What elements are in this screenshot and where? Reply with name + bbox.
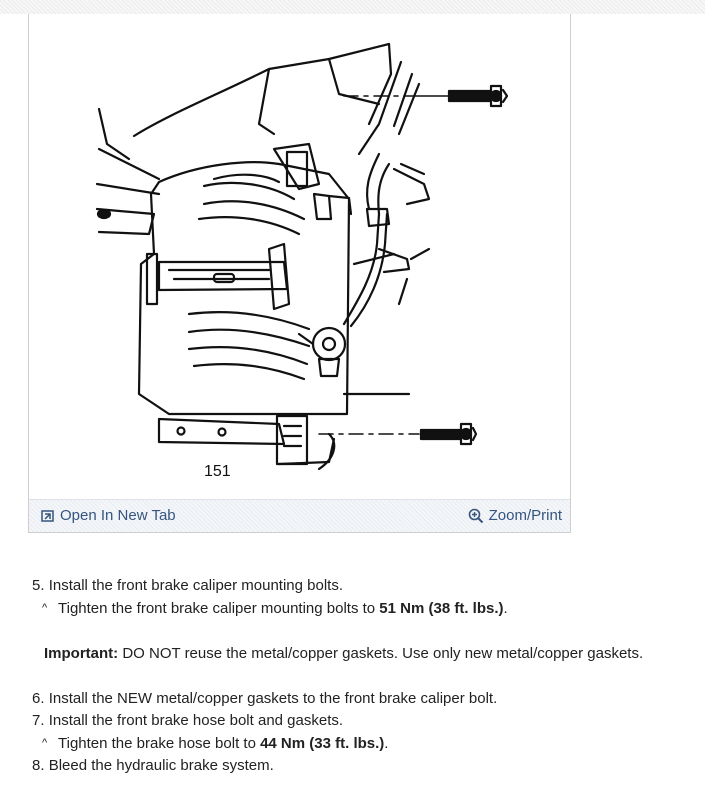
- brake-caliper-diagram: 151: [95, 42, 509, 480]
- figure-toolbar: Open In New Tab Zoom/Print: [29, 499, 570, 532]
- step-7-sub-prefix: Tighten the brake hose bolt to: [58, 735, 261, 752]
- step-5-sub-prefix: Tighten the front brake caliper mounting…: [58, 600, 380, 617]
- step-5-text: Install the front brake caliper mounting…: [48, 577, 344, 594]
- step-5-substep: ^ Tighten the front brake caliper mountin…: [32, 597, 697, 620]
- caret-icon: ^: [42, 737, 48, 749]
- figure-frame: 151 Open In New Tab Zoom/Print: [28, 14, 571, 533]
- step-6: 6. Install the NEW metal/copper gaskets …: [32, 688, 697, 710]
- step-7-number: 7.: [32, 712, 45, 729]
- step-5-number: 5.: [32, 577, 45, 594]
- step-8: 8. Bleed the hydraulic brake system.: [32, 755, 697, 777]
- step-7-substep: ^ Tighten the brake hose bolt to 44 Nm (3…: [32, 732, 697, 755]
- important-note: Important: DO NOT reuse the metal/copper…: [32, 643, 697, 665]
- open-in-new-tab-link[interactable]: Open In New Tab: [41, 507, 176, 524]
- important-text: DO NOT reuse the metal/copper gaskets. U…: [118, 645, 644, 662]
- step-5-sub-suffix: .: [503, 600, 508, 617]
- top-decorative-strip: [0, 0, 705, 14]
- step-6-text: Install the NEW metal/copper gaskets to …: [48, 690, 498, 707]
- step-7: 7. Install the front brake hose bolt and…: [32, 710, 697, 732]
- open-in-new-tab-label: Open In New Tab: [60, 507, 176, 524]
- step-6-number: 6.: [32, 690, 45, 707]
- important-label: Important:: [44, 645, 119, 662]
- step-7-text: Install the front brake hose bolt and ga…: [48, 712, 344, 729]
- zoom-print-label: Zoom/Print: [488, 507, 562, 524]
- caret-icon: ^: [42, 602, 48, 614]
- new-tab-icon: [41, 509, 54, 522]
- magnifier-plus-icon: [468, 508, 483, 523]
- procedure-text: 5. Install the front brake caliper mount…: [32, 575, 697, 777]
- step-8-number: 8.: [32, 757, 45, 774]
- step-7-sub-suffix: .: [384, 735, 389, 752]
- zoom-print-link[interactable]: Zoom/Print: [468, 507, 562, 524]
- step-5-torque-value: 51 Nm (38 ft. lbs.): [379, 600, 504, 617]
- figure-label: 151: [204, 463, 231, 480]
- step-8-text: Bleed the hydraulic brake system.: [48, 757, 274, 774]
- spacer: [32, 620, 697, 643]
- step-5: 5. Install the front brake caliper mount…: [32, 575, 697, 597]
- spacer: [32, 665, 697, 688]
- step-7-torque-value: 44 Nm (33 ft. lbs.): [260, 735, 385, 752]
